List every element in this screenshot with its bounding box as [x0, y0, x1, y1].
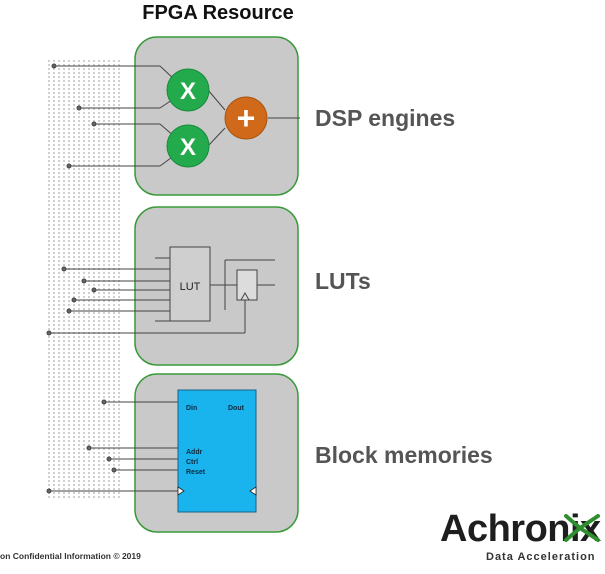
page-title: FPGA Resource — [142, 2, 294, 24]
brand-tagline: Data Acceleration — [486, 551, 596, 563]
lut-tile — [134, 206, 299, 366]
dsp-label: DSP engines — [315, 105, 456, 131]
memory-reset: Reset — [186, 469, 206, 476]
memory-clock-right — [249, 486, 257, 496]
lut-block — [169, 246, 211, 322]
flip-flop — [236, 269, 258, 301]
memory-label: Block memories — [315, 442, 493, 468]
lut-text: LUT — [180, 281, 201, 293]
memory-clock-left — [177, 486, 185, 496]
multiply-symbol-bottom: X — [180, 134, 196, 161]
luts-label: LUTs — [315, 268, 371, 294]
lut-inputs — [46, 257, 275, 336]
confidential-notice: on Confidential Information © 2019 — [0, 551, 141, 561]
multiply-symbol-top: X — [180, 78, 196, 105]
memory-ctrl: Ctrl — [186, 459, 198, 466]
memory-dout: Dout — [228, 405, 245, 412]
memory-din: Din — [186, 405, 197, 412]
add-symbol: + — [237, 100, 256, 136]
memory-block — [177, 389, 257, 513]
memory-addr: Addr — [186, 449, 203, 456]
brand-x-icon — [564, 514, 600, 542]
brand-logo: Achronix — [440, 508, 601, 550]
clock-triangle — [240, 291, 250, 301]
adder-circle — [224, 96, 268, 140]
multiplier-top — [166, 68, 210, 112]
memory-inputs — [46, 399, 178, 494]
multiplier-bottom — [166, 124, 210, 168]
dsp-tile — [134, 36, 299, 196]
